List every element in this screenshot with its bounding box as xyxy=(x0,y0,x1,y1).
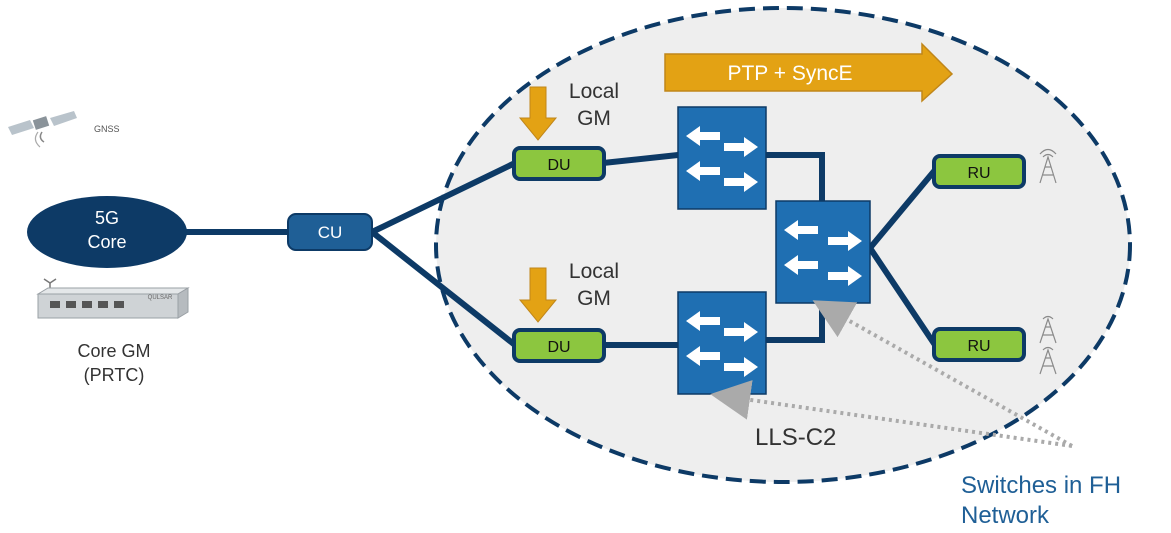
ptp-synce-label: PTP + SyncE xyxy=(727,62,852,85)
core-gm-device-text: QULSAR xyxy=(148,295,173,301)
switches-callout-line2: Network xyxy=(961,502,1050,529)
core-gm-device-icon: QULSAR xyxy=(36,278,190,319)
switch-callout-arrows xyxy=(710,300,1073,448)
gnss-label: GNSS xyxy=(94,124,120,134)
switches-callout-line1: Switches in FH xyxy=(961,472,1121,499)
cu-node: CU xyxy=(287,213,373,251)
local-gm-top-line1: Local xyxy=(569,80,619,103)
network-links xyxy=(182,152,938,348)
local-gm-bottom-line2: GM xyxy=(577,287,611,310)
antenna-tower-icon xyxy=(1039,346,1057,375)
ptp-synce-arrow: PTP + SyncE xyxy=(664,42,954,103)
du-top-node: DU xyxy=(512,146,606,181)
ru-top-label: RU xyxy=(967,165,990,182)
core-label-line1: 5G xyxy=(95,208,119,228)
core-gm-label-line2: (PRTC) xyxy=(84,365,145,385)
link-center-ru-top xyxy=(867,167,938,251)
link-du-top-switch xyxy=(600,152,681,166)
du-bottom-label: DU xyxy=(547,339,570,356)
local-gm-top-arrow xyxy=(518,86,558,141)
local-gm-top-line2: GM xyxy=(577,107,611,130)
du-bottom-node: DU xyxy=(512,328,606,363)
gnss-satellite-icon: GNSS xyxy=(8,111,120,148)
ru-bottom-label: RU xyxy=(967,338,990,355)
core-gm-label-line1: Core GM xyxy=(77,341,150,361)
local-gm-bottom-arrow xyxy=(518,267,558,323)
lls-c2-label: LLS-C2 xyxy=(755,424,836,451)
switch-center-icon xyxy=(775,200,871,304)
link-switch-top-center xyxy=(763,152,825,205)
ru-bottom-node: RU xyxy=(932,327,1026,362)
link-center-ru-bottom xyxy=(867,245,938,348)
local-gm-bottom-line1: Local xyxy=(569,260,619,283)
switch-bottom-icon xyxy=(677,291,767,395)
link-cu-du-bottom xyxy=(369,229,518,348)
core-label-line2: Core xyxy=(87,232,126,252)
du-top-label: DU xyxy=(547,157,570,174)
5g-core-node: 5G Core xyxy=(27,196,187,268)
ru-top-node: RU xyxy=(932,154,1026,189)
switch-top-icon xyxy=(677,106,767,210)
antenna-tower-icon xyxy=(1039,148,1057,184)
antenna-tower-icon xyxy=(1039,315,1057,344)
link-cu-du-top xyxy=(369,160,518,235)
cu-label: CU xyxy=(318,223,343,242)
